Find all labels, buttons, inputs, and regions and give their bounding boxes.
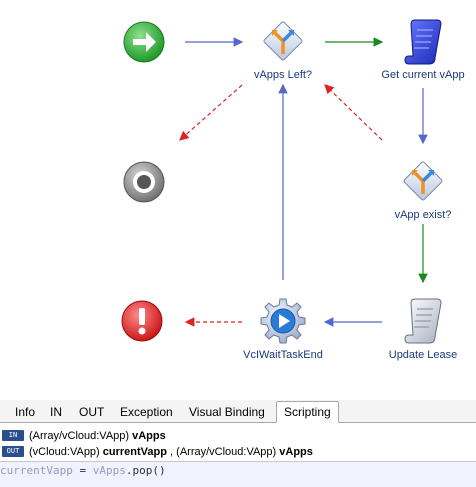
in-badge-icon: IN	[2, 430, 24, 441]
script-var-current-vapp: currentVapp	[0, 464, 73, 477]
tab-scripting[interactable]: Scripting	[276, 401, 339, 423]
tab-in[interactable]: IN	[50, 405, 62, 419]
get-current-vapp-label: Get current vApp	[381, 69, 465, 81]
start-node[interactable]	[122, 20, 166, 64]
decision-icon	[263, 21, 303, 61]
tab-info[interactable]: Info	[15, 405, 36, 419]
connector-vapps-left-to-end	[179, 84, 243, 141]
tab-visual-binding[interactable]: Visual Binding	[189, 405, 265, 419]
out-badge-icon: OUT	[2, 446, 24, 457]
wait-task-end-label: VcIWaitTaskEnd	[243, 349, 323, 361]
vapp-exist-decision-node[interactable]	[400, 158, 446, 204]
script-var-vapps: vApps	[92, 464, 126, 477]
tab-exception[interactable]: Exception	[120, 405, 173, 419]
update-lease-node[interactable]	[401, 297, 445, 345]
green-arrow-start-icon	[123, 21, 165, 63]
in-binding-row[interactable]: IN (Array/vCloud:VApp) vApps	[0, 428, 476, 444]
script-assign-operator: =	[72, 464, 93, 477]
out-binding-row[interactable]: OUT (vCloud:VApp) currentVapp , (Array/v…	[0, 444, 476, 460]
exclamation-error-icon	[121, 300, 163, 342]
in-binding-type: (Array/vCloud:VApp)	[29, 430, 130, 442]
out-binding-name-1: currentVapp	[102, 446, 167, 458]
in-binding-name: vApps	[132, 430, 166, 442]
script-scroll-icon	[404, 298, 442, 344]
end-target-icon	[123, 161, 165, 203]
workflow-connectors	[179, 37, 428, 327]
out-binding-type-2: (Array/vCloud:VApp)	[176, 446, 277, 458]
out-binding-separator: ,	[170, 446, 174, 458]
error-node[interactable]	[120, 299, 164, 343]
update-lease-label: Update Lease	[388, 349, 458, 361]
vapps-left-decision-node[interactable]	[260, 18, 306, 64]
out-binding-type-1: (vCloud:VApp)	[29, 446, 100, 458]
script-scroll-icon	[404, 19, 442, 65]
gear-play-icon	[260, 298, 306, 344]
vapps-left-label: vApps Left?	[253, 69, 313, 81]
workflow-schema-canvas[interactable]: vApps Left? Get current vApp vApp exist?	[0, 0, 476, 390]
out-binding-name-2: vApps	[279, 446, 313, 458]
script-editor[interactable]: currentVapp = vApps.pop()	[0, 461, 476, 487]
tab-out[interactable]: OUT	[79, 405, 105, 419]
properties-tab-bar: Info IN OUT Exception Visual Binding Scr…	[0, 400, 476, 423]
decision-icon	[403, 161, 443, 201]
script-pop-call: .pop()	[125, 464, 166, 477]
wait-task-end-node[interactable]	[259, 297, 307, 345]
connector-vapp-exist-to-vapps-left	[324, 84, 383, 141]
end-node[interactable]	[122, 160, 166, 204]
get-current-vapp-node[interactable]	[401, 18, 445, 66]
vapp-exist-label: vApp exist?	[394, 209, 452, 221]
